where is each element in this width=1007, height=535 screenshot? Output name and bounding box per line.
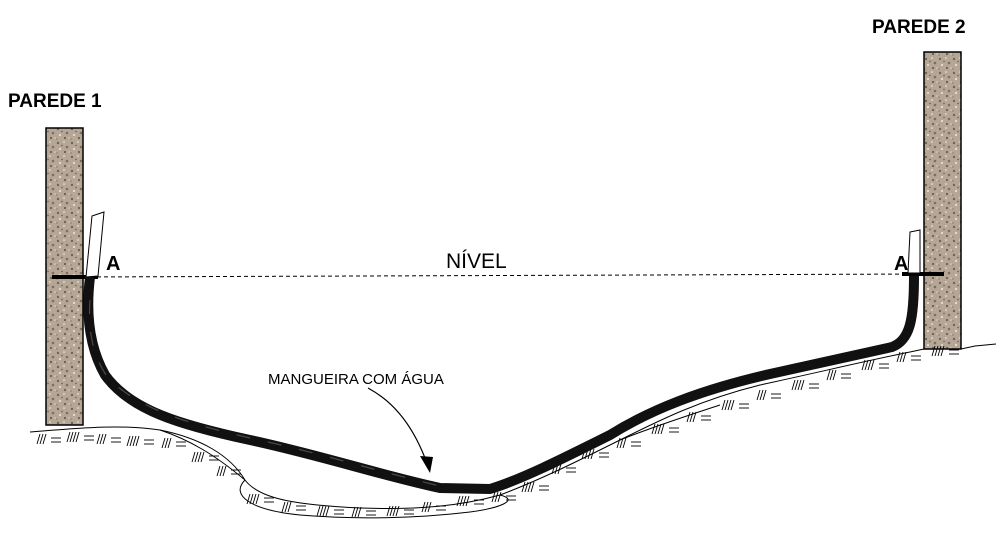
hose-end-left [85, 211, 105, 278]
hose-highlight [88, 299, 441, 487]
hose-arrow-head [420, 456, 433, 473]
level-line [82, 273, 925, 278]
level-label: NÍVEL [446, 250, 507, 273]
wall-left-label: PAREDE 1 [8, 91, 102, 112]
hose-label: MANGUEIRA COM ÁGUA [268, 371, 444, 388]
point-a-right-label: A [894, 253, 908, 275]
hose-arrow-line [367, 387, 426, 459]
water-hose [83, 275, 919, 494]
wall-right [923, 51, 962, 350]
ground-right [960, 343, 997, 350]
wall-right-label: PAREDE 2 [872, 17, 966, 38]
point-a-left-label: A [106, 253, 120, 275]
hose-end-right [907, 229, 921, 274]
ground-hatching [36, 345, 959, 518]
ground-surface [29, 348, 925, 519]
